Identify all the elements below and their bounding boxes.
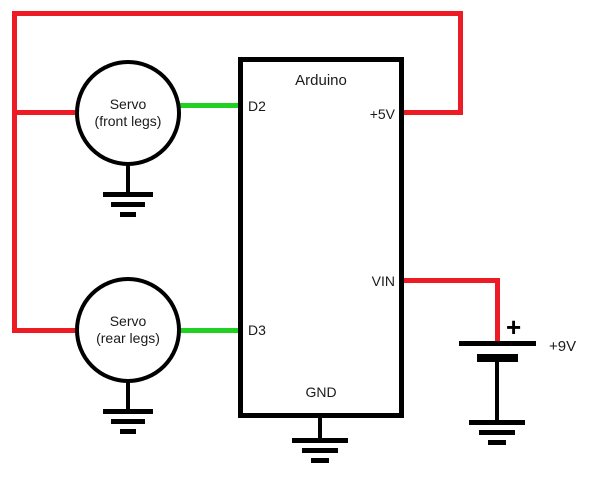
servo-rear-legs: Servo (rear legs): [75, 277, 181, 383]
wire-vin-to-battery: [495, 278, 500, 343]
wire-vin-horizontal: [400, 278, 500, 283]
wire-signal-d3: [178, 328, 240, 333]
pin-vin-label: VIN: [371, 273, 395, 289]
wire-power-to-5v: [400, 110, 463, 115]
servo-front-legs: Servo (front legs): [75, 60, 181, 166]
wire-power-top: [12, 11, 463, 16]
servo-front-label-line2: (front legs): [94, 113, 162, 129]
wire-power-right-vertical: [458, 11, 463, 115]
battery-voltage-label: +9V: [549, 338, 577, 355]
wire-power-to-servo-front: [12, 110, 78, 115]
battery-plus-sign: +: [506, 312, 522, 342]
wire-power-left-vertical: [12, 11, 17, 333]
pin-gnd-label: GND: [305, 384, 337, 400]
servo-rear-label-line1: Servo: [109, 312, 147, 329]
wire-signal-d2: [178, 103, 240, 108]
arduino-board: Arduino D2 +5V VIN D3 GND: [238, 57, 404, 418]
wire-power-to-servo-rear: [12, 328, 78, 333]
servo-rear-label-line2: (rear legs): [96, 330, 160, 346]
battery-negative-plate: [477, 354, 518, 362]
pin-5v-label: +5V: [369, 106, 395, 122]
battery-positive-plate: [459, 341, 536, 346]
arduino-label: Arduino: [295, 72, 347, 89]
pin-d2-label: D2: [248, 98, 266, 114]
pin-d3-label: D3: [248, 322, 266, 338]
servo-front-label-line1: Servo: [109, 95, 147, 112]
